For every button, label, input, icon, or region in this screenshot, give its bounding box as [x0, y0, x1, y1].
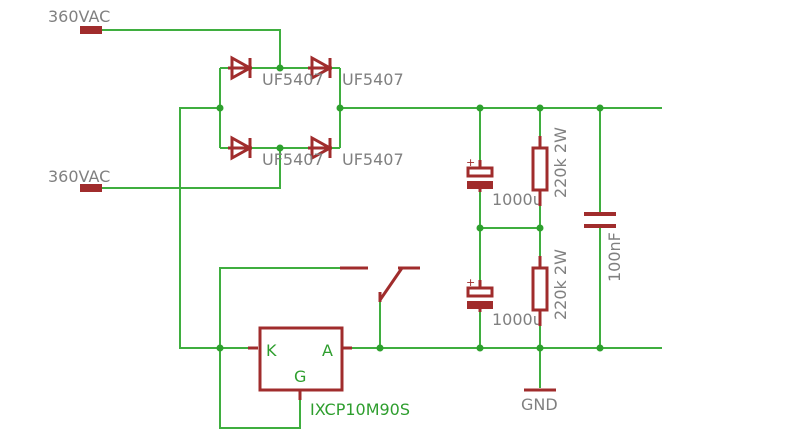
wire-ac-top[interactable]	[100, 29, 281, 68]
thyristor-pin-g: G	[294, 367, 306, 386]
ground-label: GND	[521, 395, 558, 414]
wire-switch-left[interactable]	[219, 267, 340, 348]
junction-dot	[276, 144, 284, 152]
junction-dot	[336, 104, 344, 112]
junction-dot	[476, 104, 484, 112]
junction-dot	[536, 344, 544, 352]
ac-top-label: 360VAC	[48, 7, 110, 26]
junction-dot	[376, 344, 384, 352]
junction-dot	[476, 344, 484, 352]
wires	[100, 29, 662, 429]
resistor-top-label: 220k 2W	[551, 127, 570, 198]
junction-dot	[536, 224, 544, 232]
junction-dot	[276, 64, 284, 72]
resistor-top-icon[interactable]	[531, 136, 549, 206]
capacitor-top-label: 1000u	[492, 190, 543, 209]
thyristor-pin-k: K	[266, 341, 277, 360]
thyristor-icon[interactable]	[248, 326, 352, 400]
junction-dot	[476, 224, 484, 232]
diode-d2-label: UF5407	[342, 70, 404, 89]
junction-dot	[216, 344, 224, 352]
thyristor-pin-a: A	[322, 341, 333, 360]
diode-d3-label: UF5407	[262, 150, 324, 169]
capacitor-bottom-icon[interactable]	[466, 280, 494, 312]
diode-bottom-left-icon[interactable]	[228, 135, 280, 161]
junction-dot	[596, 104, 604, 112]
diode-top-right-icon[interactable]	[280, 55, 340, 81]
capacitor-filter-label: 100nF	[605, 232, 624, 282]
diode-d4-label: UF5407	[342, 150, 404, 169]
ac-bottom-port-icon[interactable]	[80, 184, 102, 192]
capacitor-filter-icon[interactable]	[584, 212, 616, 228]
junction-dot	[216, 104, 224, 112]
resistor-bottom-icon[interactable]	[531, 256, 549, 326]
diode-top-left-icon[interactable]	[228, 55, 280, 81]
switch-icon[interactable]	[340, 266, 420, 302]
wire-ac-bottom[interactable]	[100, 148, 281, 189]
diode-bottom-right-icon[interactable]	[280, 135, 340, 161]
capacitor-top-polarity: +	[466, 156, 475, 169]
capacitor-bottom-label: 1000u	[492, 310, 543, 329]
thyristor-name: IXCP10M90S	[310, 400, 410, 419]
junction-dot	[596, 344, 604, 352]
ac-bottom-label: 360VAC	[48, 167, 110, 186]
diode-d1-label: UF5407	[262, 70, 324, 89]
junction-dot	[536, 104, 544, 112]
resistor-bottom-label: 220k 2W	[551, 249, 570, 320]
junction-dots	[216, 64, 604, 352]
capacitor-bottom-polarity: +	[466, 276, 475, 289]
ac-top-port-icon[interactable]	[80, 26, 102, 34]
capacitor-top-icon[interactable]	[466, 160, 494, 192]
wire-gate[interactable]	[219, 348, 301, 429]
